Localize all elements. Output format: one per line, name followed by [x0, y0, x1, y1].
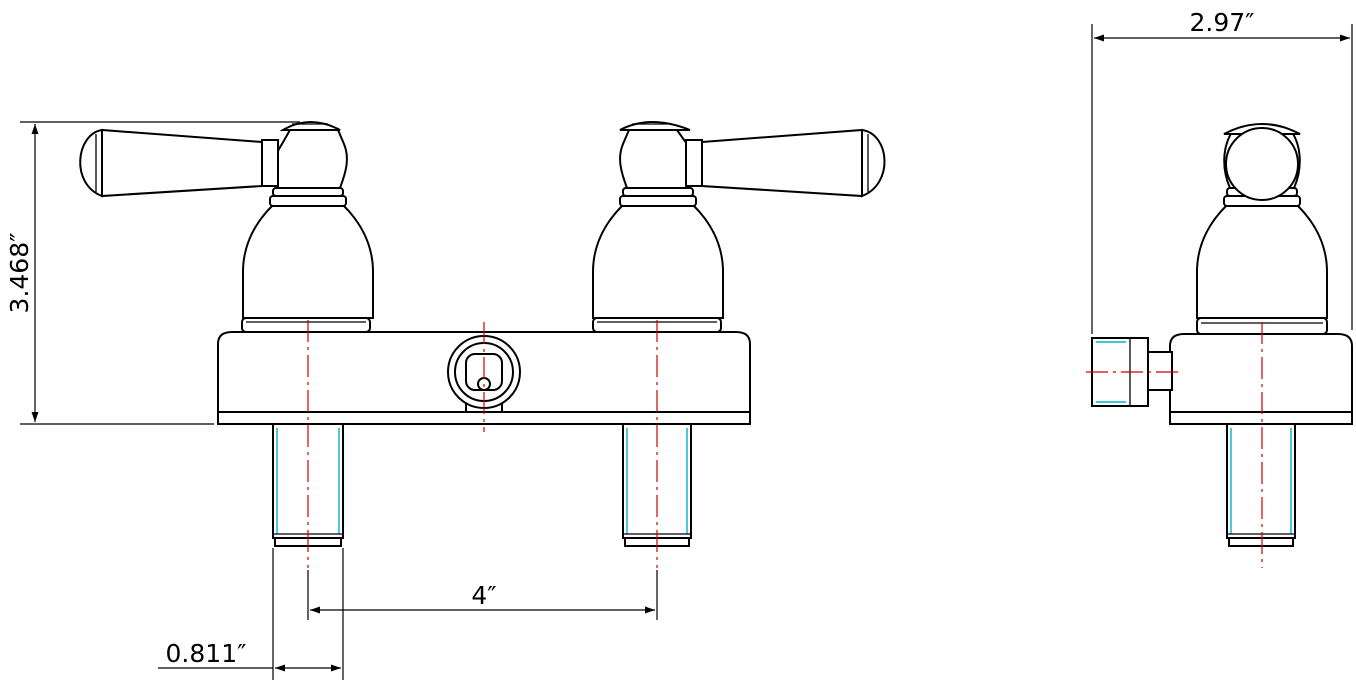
side-view — [1086, 123, 1353, 568]
height-dimension: 3.468″ — [5, 121, 300, 425]
spacing-label: 4″ — [471, 581, 496, 610]
right-handle — [592, 121, 886, 333]
stem-width-label: 0.811″ — [166, 639, 247, 668]
depth-dimension: 2.97″ — [1091, 8, 1353, 334]
spacing-dimension: 4″ — [307, 570, 658, 620]
side-stem — [1226, 423, 1296, 547]
side-handle — [1196, 123, 1328, 335]
height-label: 3.468″ — [5, 233, 34, 314]
front-view — [79, 121, 886, 568]
stem-width-dimension: 0.811″ — [158, 548, 344, 680]
side-base — [1169, 333, 1353, 425]
left-handle — [79, 121, 374, 333]
depth-label: 2.97″ — [1189, 8, 1254, 37]
